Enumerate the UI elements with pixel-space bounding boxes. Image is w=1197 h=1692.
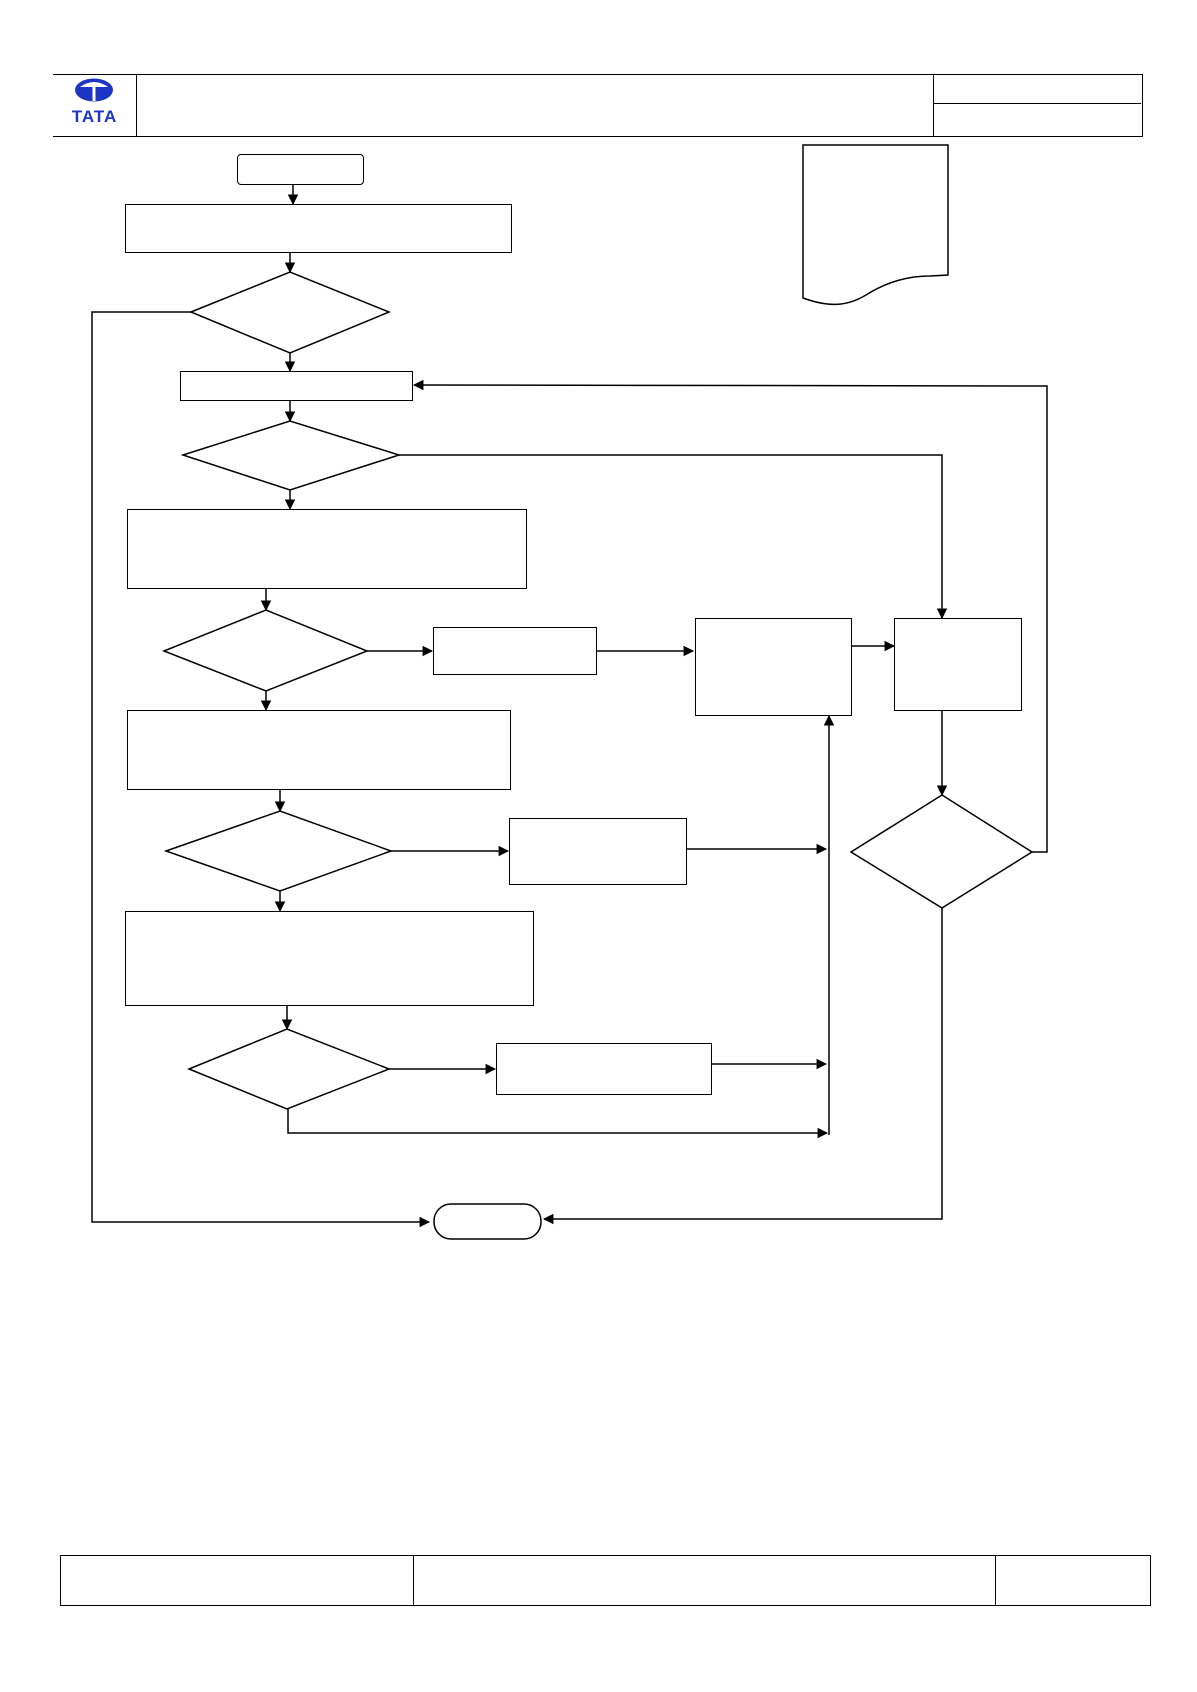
decision3 <box>161 609 370 692</box>
decision-loop <box>849 794 1034 909</box>
decision1 <box>189 271 391 354</box>
document-note <box>802 144 949 306</box>
tata-logo-icon <box>75 78 113 102</box>
footer-left <box>61 1556 414 1605</box>
footer-bar <box>60 1555 1151 1606</box>
action-box <box>894 618 1022 711</box>
process-step5 <box>125 911 534 1006</box>
connector-decision2-to-action <box>399 454 948 620</box>
start-terminator <box>237 154 364 185</box>
process-step2 <box>180 371 413 401</box>
process-step3-side <box>433 627 597 675</box>
process-step3 <box>127 509 527 589</box>
document-title <box>137 75 934 136</box>
connector-loop-back <box>412 379 1048 853</box>
decision4 <box>163 810 394 892</box>
process-step1 <box>125 204 512 253</box>
process-step5-side <box>496 1043 712 1095</box>
footer-right <box>996 1556 1149 1605</box>
connector-decision5-bottom <box>287 1109 829 1139</box>
header-bar: TATA <box>53 74 1143 137</box>
decision2 <box>180 420 402 491</box>
process-step4-side <box>509 818 687 885</box>
decision5 <box>187 1028 392 1110</box>
process-step4 <box>127 710 511 790</box>
connector-loop-to-end <box>542 908 943 1225</box>
connector-decision1-to-end <box>91 311 431 1228</box>
end-terminator <box>433 1203 542 1240</box>
merge-box <box>695 618 852 716</box>
logo-cell: TATA <box>53 75 137 136</box>
footer-center <box>414 1556 996 1605</box>
logo-text: TATA <box>71 107 118 126</box>
document-ref <box>934 75 1141 104</box>
